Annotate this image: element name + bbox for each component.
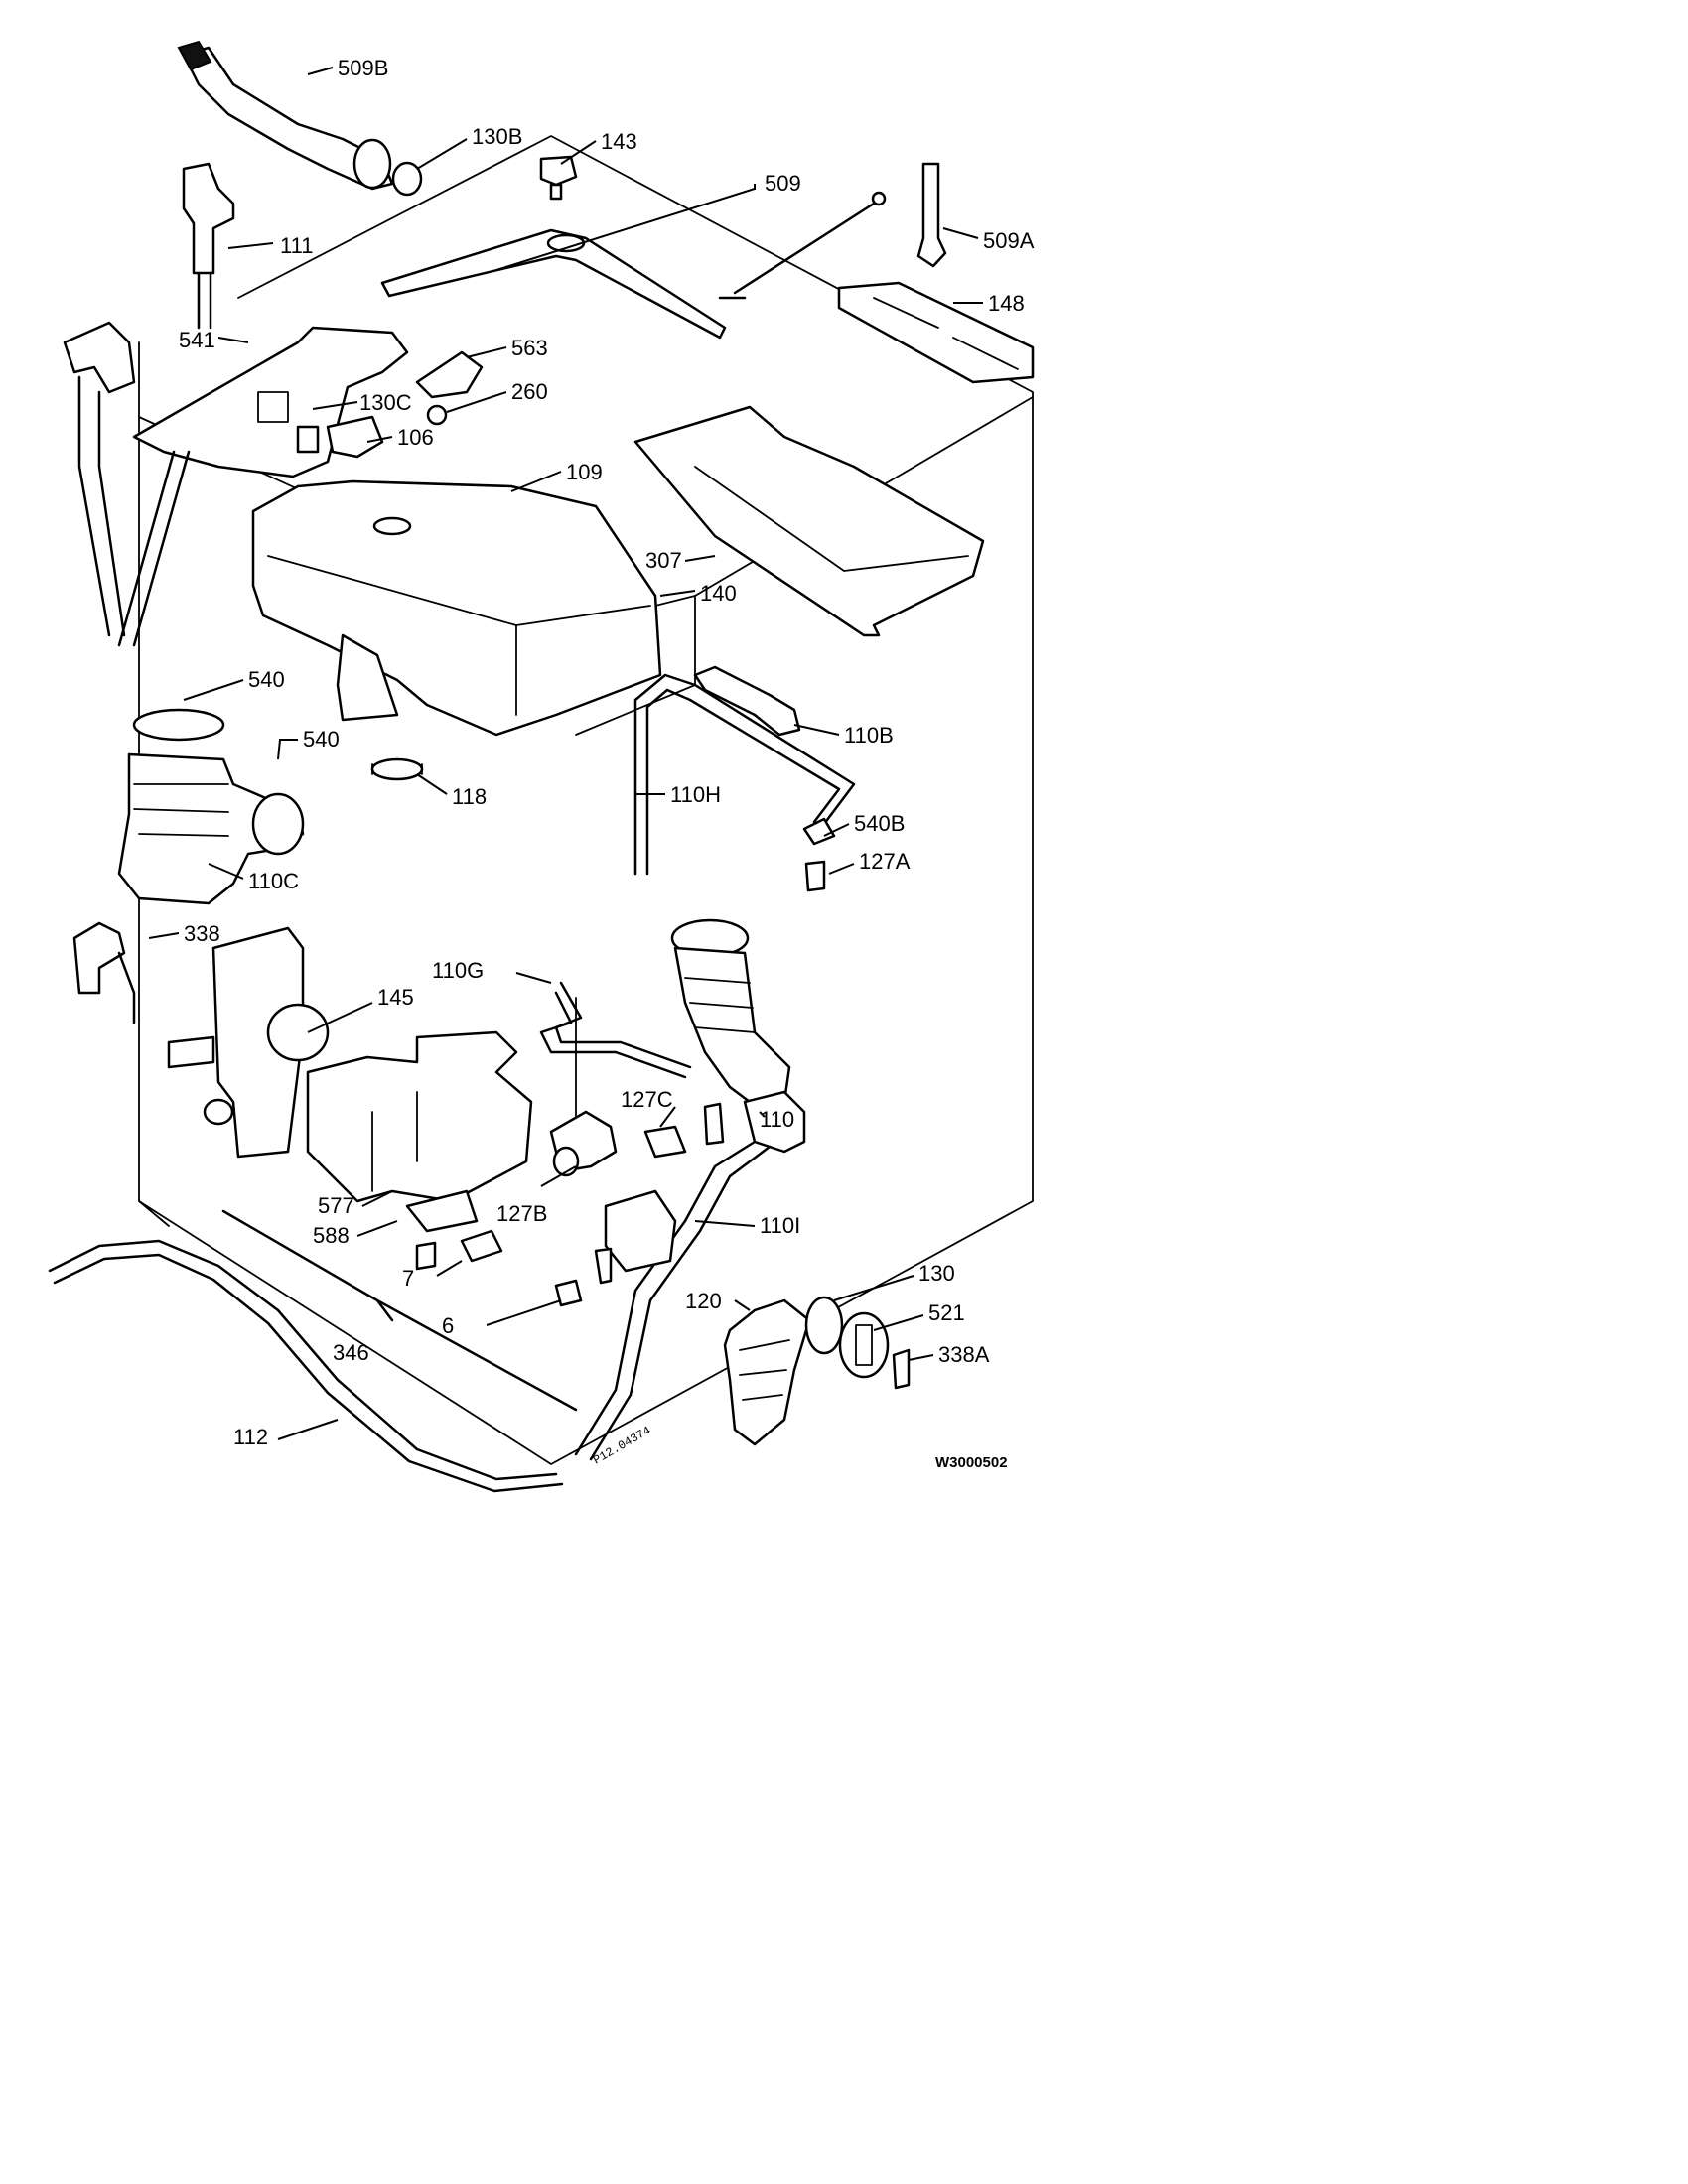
connector-127c	[643, 1102, 725, 1159]
label-112: 112	[233, 1425, 268, 1449]
label-541: 541	[179, 328, 215, 352]
label-110: 110	[760, 1107, 794, 1132]
filter-housing-577	[306, 1030, 533, 1203]
small-parts-cluster	[296, 350, 484, 459]
inlet-hose-fitting-509b	[177, 40, 423, 197]
label-346: 346	[333, 1340, 369, 1365]
elbow-hose-left	[63, 321, 136, 637]
dispenser-drawer-307	[633, 405, 985, 637]
label-577: 577	[318, 1193, 354, 1218]
clamp-540b	[802, 817, 836, 846]
small-valve-143	[539, 155, 578, 201]
label-6: 6	[442, 1313, 454, 1338]
label-563: 563	[511, 336, 548, 360]
label-120: 120	[685, 1289, 722, 1313]
inlet-valve-111	[182, 162, 235, 330]
label-130c: 130C	[359, 390, 412, 415]
hose-110i	[574, 1090, 806, 1461]
nut-260	[426, 404, 448, 426]
inlet-manifold-541	[117, 326, 409, 647]
label-118: 118	[452, 784, 487, 809]
clip-106	[326, 415, 384, 459]
label-509a: 509A	[983, 228, 1035, 253]
label-110h: 110H	[670, 782, 721, 807]
pump-bracket-145	[167, 926, 330, 1159]
label-148: 148	[988, 291, 1025, 316]
label-260: 260	[511, 379, 548, 404]
label-509: 509	[765, 171, 801, 196]
drain-hose-112	[48, 1239, 564, 1493]
spring-130c	[296, 425, 320, 454]
label-588: 588	[313, 1223, 350, 1248]
spring-part	[415, 1241, 437, 1271]
label-540b: 540B	[854, 811, 905, 836]
hose-110g	[539, 981, 692, 1079]
filter-588	[405, 1189, 479, 1233]
label-509b: 509B	[338, 56, 388, 80]
label-130b: 130B	[472, 124, 522, 149]
label-540-lower: 540	[303, 727, 340, 751]
label-143: 143	[601, 129, 637, 154]
control-rod-509a	[718, 162, 947, 300]
label-130: 130	[918, 1261, 955, 1286]
group-bracket-346	[221, 1209, 578, 1412]
label-127c: 127C	[621, 1087, 673, 1112]
sump-bellows-110	[670, 918, 791, 1104]
dispenser-housing-109	[251, 479, 662, 737]
sump-bellows-110c	[117, 752, 305, 905]
clamp-130	[804, 1296, 844, 1355]
valve-127b	[549, 1110, 618, 1177]
clamp-540	[132, 708, 225, 742]
label-540-upper: 540	[248, 667, 285, 692]
reference-code: W3000502	[935, 1454, 1008, 1471]
label-109: 109	[566, 460, 603, 484]
hose-clip-338	[72, 921, 136, 1024]
label-127b: 127B	[496, 1201, 547, 1226]
leader-lines	[148, 67, 983, 1440]
clip-338a	[892, 1348, 911, 1390]
gear-118	[370, 757, 424, 781]
label-140: 140	[700, 581, 737, 606]
label-110i: 110I	[760, 1213, 800, 1238]
micro-switch-7	[415, 1229, 503, 1271]
cap-6	[554, 1279, 583, 1307]
label-110b: 110B	[844, 723, 894, 748]
label-338: 338	[184, 921, 220, 946]
label-111: 111	[280, 233, 313, 258]
label-127a: 127A	[859, 849, 911, 874]
label-106: 106	[397, 425, 434, 450]
connector-127a	[804, 860, 826, 892]
dispenser-bracket-509	[380, 228, 727, 340]
label-110g: 110G	[432, 958, 484, 983]
filter-120	[723, 1298, 811, 1446]
pressure-switch	[594, 1189, 677, 1285]
cam-563	[415, 350, 484, 399]
cap-521	[838, 1311, 890, 1379]
label-521: 521	[928, 1300, 965, 1325]
label-338a: 338A	[938, 1342, 990, 1367]
part-labels: 509B 130B 143 509 509A 111 148 541 563 2…	[179, 56, 1035, 1449]
hose-110h	[633, 673, 856, 876]
label-307: 307	[645, 548, 682, 573]
label-110c: 110C	[248, 869, 299, 893]
hose-110b	[693, 665, 801, 737]
label-145: 145	[377, 985, 414, 1010]
label-7: 7	[402, 1266, 414, 1291]
dispenser-handle-148	[837, 281, 1035, 384]
